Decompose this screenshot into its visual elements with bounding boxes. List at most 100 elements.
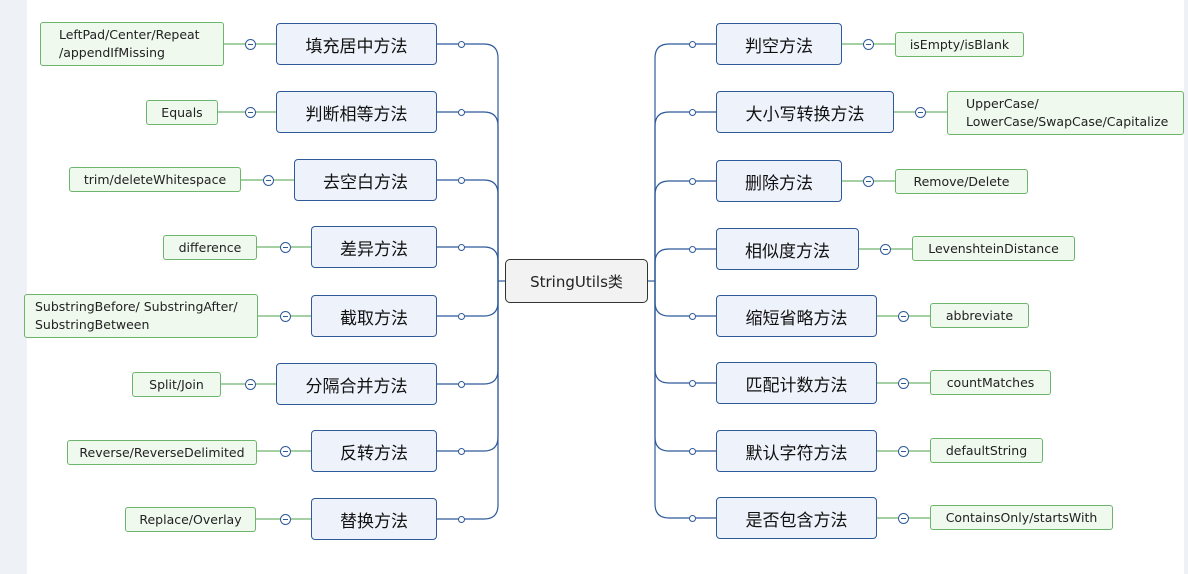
- branch-link-right: [654, 43, 716, 281]
- collapse-toggle[interactable]: [914, 106, 926, 118]
- right-topic-case[interactable]: 大小写转换方法: [716, 91, 894, 133]
- collapse-toggle[interactable]: [897, 512, 909, 524]
- left-topic-equals[interactable]: 判断相等方法: [276, 91, 437, 133]
- branch-link-right: [654, 281, 716, 384]
- expand-dot-right-topic[interactable]: [688, 312, 696, 320]
- branch-link-left: [437, 281, 499, 452]
- right-topic-default[interactable]: 默认字符方法: [716, 430, 877, 472]
- topic-label: 判空方法: [745, 36, 813, 57]
- topic-label: 缩短省略方法: [745, 308, 848, 329]
- canvas-left-margin: [0, 0, 27, 574]
- expand-dot-right-topic[interactable]: [688, 108, 696, 116]
- expand-dot-left-topic[interactable]: [457, 176, 465, 184]
- right-topic-remove[interactable]: 删除方法: [716, 160, 842, 202]
- root-topic-label: StringUtils类: [530, 272, 623, 291]
- branch-link-right: [654, 281, 716, 519]
- right-topic-empty[interactable]: 判空方法: [716, 23, 842, 65]
- expand-dot-left-topic[interactable]: [457, 515, 465, 523]
- expand-dot-left-topic[interactable]: [457, 447, 465, 455]
- leaf-default[interactable]: defaultString: [930, 438, 1043, 463]
- collapse-toggle[interactable]: [279, 310, 291, 322]
- expand-dot-right-topic[interactable]: [688, 245, 696, 253]
- expand-dot-right-topic[interactable]: [688, 447, 696, 455]
- topic-label: 默认字符方法: [745, 443, 848, 464]
- branch-link-left: [437, 281, 499, 520]
- left-topic-fill-center[interactable]: 填充居中方法: [276, 23, 437, 65]
- collapse-toggle[interactable]: [279, 241, 291, 253]
- collapse-toggle[interactable]: [244, 38, 256, 50]
- right-topic-contains[interactable]: 是否包含方法: [716, 497, 877, 539]
- right-topic-similarity[interactable]: 相似度方法: [716, 228, 859, 270]
- topic-label: 删除方法: [745, 173, 813, 194]
- root-topic[interactable]: StringUtils类: [505, 259, 648, 303]
- left-topic-trim[interactable]: 去空白方法: [294, 159, 437, 201]
- branch-link-right: [654, 180, 716, 281]
- branch-link-left: [437, 246, 499, 281]
- expand-dot-left-topic[interactable]: [457, 380, 465, 388]
- branch-link-left: [437, 179, 499, 281]
- topic-label: 替换方法: [340, 511, 408, 532]
- collapse-toggle[interactable]: [279, 513, 291, 525]
- canvas-right-margin: [1184, 0, 1188, 574]
- topic-label: 反转方法: [340, 443, 408, 464]
- leaf-split-join[interactable]: Split/Join: [132, 372, 221, 397]
- topic-label: 填充居中方法: [305, 36, 408, 57]
- leaf-empty[interactable]: isEmpty/isBlank: [895, 32, 1024, 57]
- leaf-reverse[interactable]: Reverse/ReverseDelimited: [67, 440, 257, 465]
- leaf-contains[interactable]: ContainsOnly/startsWith: [930, 505, 1113, 530]
- branch-link-right: [654, 281, 716, 317]
- expand-dot-right-topic[interactable]: [688, 177, 696, 185]
- topic-label: 去空白方法: [323, 172, 408, 193]
- right-topic-abbreviate[interactable]: 缩短省略方法: [716, 295, 877, 337]
- branch-link-left: [437, 111, 499, 281]
- right-topic-count[interactable]: 匹配计数方法: [716, 362, 877, 404]
- branch-link-left: [437, 281, 499, 385]
- expand-dot-left-topic[interactable]: [457, 40, 465, 48]
- topic-label: 相似度方法: [745, 241, 830, 262]
- left-topic-split-join[interactable]: 分隔合并方法: [276, 363, 437, 405]
- collapse-toggle[interactable]: [897, 310, 909, 322]
- expand-dot-left-topic[interactable]: [457, 312, 465, 320]
- collapse-toggle[interactable]: [244, 378, 256, 390]
- topic-label: 差异方法: [340, 239, 408, 260]
- collapse-toggle[interactable]: [262, 174, 274, 186]
- branch-link-right: [654, 248, 716, 281]
- collapse-toggle[interactable]: [897, 377, 909, 389]
- expand-dot-left-topic[interactable]: [457, 108, 465, 116]
- leaf-difference[interactable]: difference: [163, 235, 257, 260]
- collapse-toggle[interactable]: [897, 445, 909, 457]
- topic-label: 匹配计数方法: [745, 375, 848, 396]
- leaf-equals[interactable]: Equals: [146, 100, 218, 125]
- leaf-remove[interactable]: Remove/Delete: [895, 169, 1028, 194]
- topic-label: 是否包含方法: [745, 510, 848, 531]
- left-topic-reverse[interactable]: 反转方法: [311, 430, 437, 472]
- leaf-similarity[interactable]: LevenshteinDistance: [912, 236, 1075, 261]
- leaf-fill-center[interactable]: LeftPad/Center/Repeat /appendIfMissing: [40, 22, 224, 66]
- expand-dot-right-topic[interactable]: [688, 514, 696, 522]
- left-topic-replace[interactable]: 替换方法: [311, 498, 437, 540]
- leaf-replace[interactable]: Replace/Overlay: [125, 507, 256, 532]
- branch-link-right: [654, 111, 716, 281]
- left-topic-difference[interactable]: 差异方法: [311, 226, 437, 268]
- topic-label: 大小写转换方法: [745, 104, 865, 125]
- branch-link-left: [437, 43, 499, 281]
- collapse-toggle[interactable]: [862, 175, 874, 187]
- expand-dot-right-topic[interactable]: [688, 379, 696, 387]
- collapse-toggle[interactable]: [879, 243, 891, 255]
- topic-label: 分隔合并方法: [305, 376, 408, 397]
- left-topic-substring[interactable]: 截取方法: [311, 295, 437, 337]
- expand-dot-right-topic[interactable]: [688, 40, 696, 48]
- leaf-case[interactable]: UpperCase/ LowerCase/SwapCase/Capitalize: [947, 91, 1184, 135]
- collapse-toggle[interactable]: [244, 106, 256, 118]
- topic-label: 截取方法: [340, 308, 408, 329]
- collapse-toggle[interactable]: [279, 445, 291, 457]
- topic-label: 判断相等方法: [305, 104, 408, 125]
- leaf-count[interactable]: countMatches: [930, 370, 1051, 395]
- leaf-trim[interactable]: trim/deleteWhitespace: [69, 167, 241, 192]
- leaf-abbreviate[interactable]: abbreviate: [930, 303, 1029, 328]
- branch-link-left: [437, 281, 499, 317]
- expand-dot-left-topic[interactable]: [457, 243, 465, 251]
- collapse-toggle[interactable]: [862, 38, 874, 50]
- leaf-substring[interactable]: SubstringBefore/ SubstringAfter/ Substri…: [24, 294, 258, 338]
- branch-link-right: [654, 281, 716, 452]
